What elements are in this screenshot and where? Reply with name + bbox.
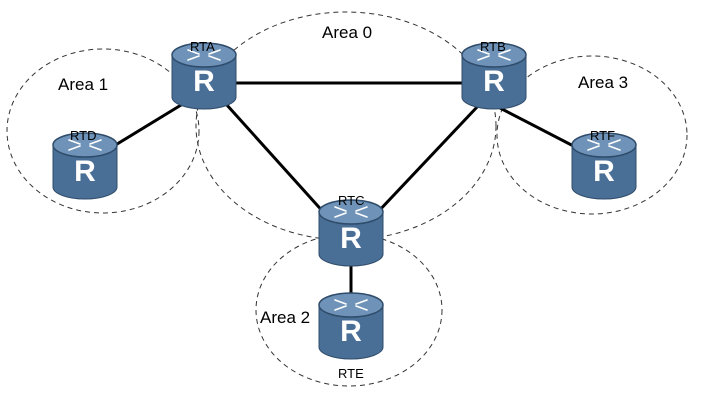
router-rtd[interactable]: R <box>52 132 118 200</box>
router-top <box>52 132 118 158</box>
link-rtb-rtc <box>373 104 480 217</box>
router-rtc[interactable]: R <box>318 199 384 267</box>
router-rte[interactable]: R <box>318 292 384 360</box>
router-body <box>571 144 637 200</box>
router-body <box>171 54 237 110</box>
router-arrows-icon <box>334 299 368 311</box>
router-arrows-icon <box>587 139 621 151</box>
router-rtd-label: RTD <box>70 128 96 143</box>
router-body <box>318 211 384 267</box>
area-1-boundary <box>6 48 200 214</box>
router-rta-label: RTA <box>190 39 215 54</box>
router-body <box>461 54 527 110</box>
router-body <box>52 144 118 200</box>
router-arrows-icon <box>334 206 368 218</box>
area-3-boundary <box>496 55 688 215</box>
router-letter: R <box>340 315 362 348</box>
link-rtb-rtf <box>499 106 586 154</box>
router-top <box>318 292 384 318</box>
router-rte-label: RTE <box>338 366 364 381</box>
router-letter: R <box>340 222 362 255</box>
link-rta-rtc <box>224 102 328 217</box>
router-top <box>571 132 637 158</box>
router-top <box>461 42 527 68</box>
router-rtb[interactable]: R <box>461 42 527 110</box>
router-rtf[interactable]: R <box>571 132 637 200</box>
router-top <box>171 42 237 68</box>
router-body <box>318 304 384 360</box>
router-arrows-icon <box>477 49 511 61</box>
area-2-label: Area 2 <box>260 308 310 327</box>
router-arrows-icon <box>187 49 221 61</box>
area-0-label: Area 0 <box>322 23 372 42</box>
router-letter: R <box>483 65 505 98</box>
router-rta[interactable]: R <box>171 42 237 110</box>
link-rta-rtd <box>103 100 187 154</box>
router-top <box>318 199 384 225</box>
router-letter: R <box>593 155 615 188</box>
router-letter: R <box>74 155 96 188</box>
router-rtb-label: RTB <box>480 39 506 54</box>
router-rtf-label: RTF <box>590 128 615 143</box>
router-arrows-icon <box>68 139 102 151</box>
router-rtc-label: RTC <box>338 193 364 208</box>
area-1-label: Area 1 <box>58 75 108 94</box>
router-letter: R <box>193 65 215 98</box>
area-3-label: Area 3 <box>578 73 628 92</box>
